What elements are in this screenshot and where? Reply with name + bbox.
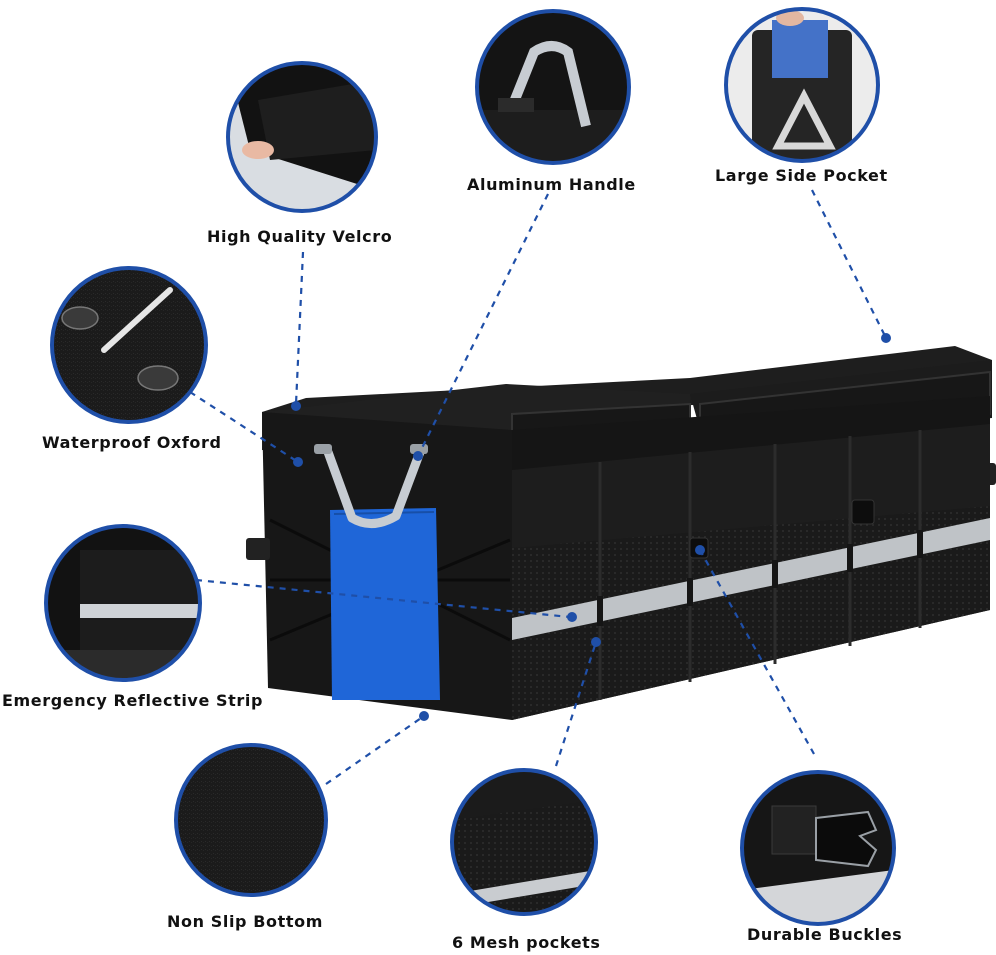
mesh-pockets-detail-circle bbox=[450, 768, 598, 916]
label-high-quality-velcro: High Quality Velcro bbox=[207, 227, 393, 246]
label-6-mesh-pockets: 6 Mesh pockets bbox=[452, 933, 601, 952]
buckle-detail-circle bbox=[740, 770, 896, 926]
label-emergency-reflective-strip: Emergency Reflective Strip bbox=[2, 691, 264, 710]
non-slip-bottom-detail-circle bbox=[174, 743, 328, 897]
velcro-detail-circle bbox=[226, 61, 378, 213]
label-aluminum-handle: Aluminum Handle bbox=[467, 175, 636, 194]
side-pocket-detail-circle bbox=[724, 7, 880, 163]
trunk-organizer-bag bbox=[246, 346, 996, 720]
label-large-side-pocket: Large Side Pocket bbox=[715, 166, 888, 185]
waterproof-oxford-detail-circle bbox=[50, 266, 208, 424]
label-durable-buckles: Durable Buckles bbox=[747, 925, 903, 944]
callout-dots bbox=[291, 333, 891, 721]
aluminum-handle-detail-circle bbox=[475, 9, 631, 165]
label-non-slip-bottom: Non Slip Bottom bbox=[167, 912, 324, 931]
label-waterproof-oxford: Waterproof Oxford bbox=[42, 433, 222, 452]
callout-lines bbox=[189, 189, 887, 785]
reflective-strip-detail-circle bbox=[44, 524, 202, 682]
